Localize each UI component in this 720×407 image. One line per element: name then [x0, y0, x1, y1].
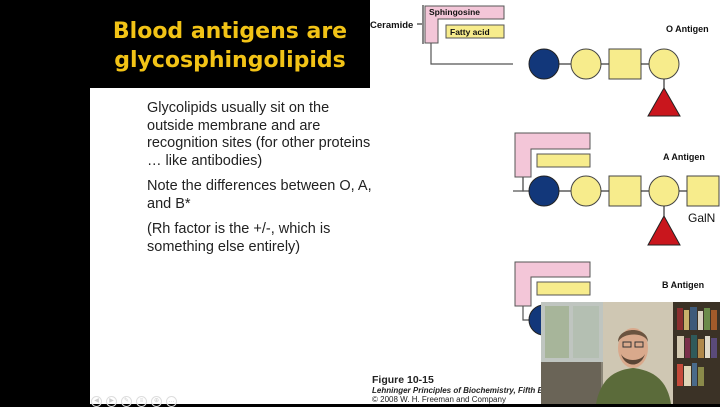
- bullet-item: Note the differences between O, A, and B…: [147, 178, 372, 212]
- sphingosine-chain: [424, 5, 505, 44]
- linker: [430, 43, 513, 65]
- next-slide-icon[interactable]: ▶: [106, 396, 117, 407]
- fatty-acid-chain: [536, 153, 591, 168]
- glasses-icon: [622, 341, 632, 348]
- presenter-webcam: [541, 302, 720, 404]
- menu-icon[interactable]: ≡: [136, 396, 147, 407]
- figure-number: Figure 10-15: [372, 374, 434, 386]
- galactose-circle: [570, 48, 602, 80]
- galactose-circle: [570, 175, 602, 207]
- fatty-acid-label: Fatty acid: [450, 27, 490, 37]
- galn-label: GalN: [688, 211, 715, 225]
- bullet-item: Glycolipids usually sit on the outside m…: [147, 100, 371, 169]
- glucose-circle: [528, 48, 560, 80]
- glcnac-square: [608, 175, 642, 207]
- slide-title-line2: glycosphingolipids: [114, 48, 346, 73]
- pen-icon[interactable]: ✎: [121, 396, 132, 407]
- glucose-circle: [528, 175, 560, 207]
- linker: [522, 306, 529, 321]
- fatty-acid-chain: [536, 281, 591, 296]
- galactose-circle: [648, 48, 680, 80]
- presenter-face: [618, 328, 648, 368]
- slideshow-nav: ◀ ▶ ✎ ≡ ⊕ …: [91, 389, 181, 407]
- galactose-circle: [648, 175, 680, 207]
- ceramide-label: Ceramide: [370, 20, 413, 31]
- sphingosine-label: Sphingosine: [429, 7, 480, 17]
- figure-caption: Figure 10-15 Lehninger Principles of Bio…: [372, 374, 565, 404]
- b-antigen-label: B Antigen: [662, 280, 704, 290]
- title-box: Blood antigens are glycosphingolipids: [90, 0, 370, 88]
- slide: Blood antigens are glycosphingolipids Gl…: [90, 0, 720, 404]
- a-antigen-label: A Antigen: [663, 152, 705, 162]
- presenter-shirt: [596, 368, 671, 404]
- fucose-triangle: [647, 86, 681, 117]
- fucose-triangle: [647, 214, 681, 246]
- figure-source: Lehninger Principles of Biochemistry, Fi…: [372, 385, 565, 395]
- presenter-beard: [621, 354, 645, 365]
- presenter-hair: [618, 330, 648, 342]
- galnac-square: [686, 175, 720, 207]
- prev-slide-icon[interactable]: ◀: [91, 396, 102, 407]
- bullet-list: Glycolipids usually sit on the outside m…: [147, 100, 372, 264]
- a-antigen-structure: A Antigen GalN: [513, 132, 720, 246]
- o-antigen-label: O Antigen: [666, 24, 709, 34]
- more-icon[interactable]: …: [166, 396, 177, 407]
- linker: [513, 177, 524, 192]
- bullet-item: (Rh factor is the +/-, which is somethin…: [147, 221, 331, 255]
- figure-copyright: © 2008 W. H. Freeman and Company: [372, 395, 506, 404]
- zoom-icon[interactable]: ⊕: [151, 396, 162, 407]
- o-antigen-structure: Ceramide Sphingosine Fatty acid O Antige…: [370, 5, 709, 117]
- sphingosine-chain: [514, 261, 591, 307]
- glcnac-square: [608, 48, 642, 80]
- fatty-acid-chain: [445, 24, 505, 39]
- sphingosine-chain: [514, 132, 591, 178]
- slide-title-line1: Blood antigens are: [112, 19, 348, 44]
